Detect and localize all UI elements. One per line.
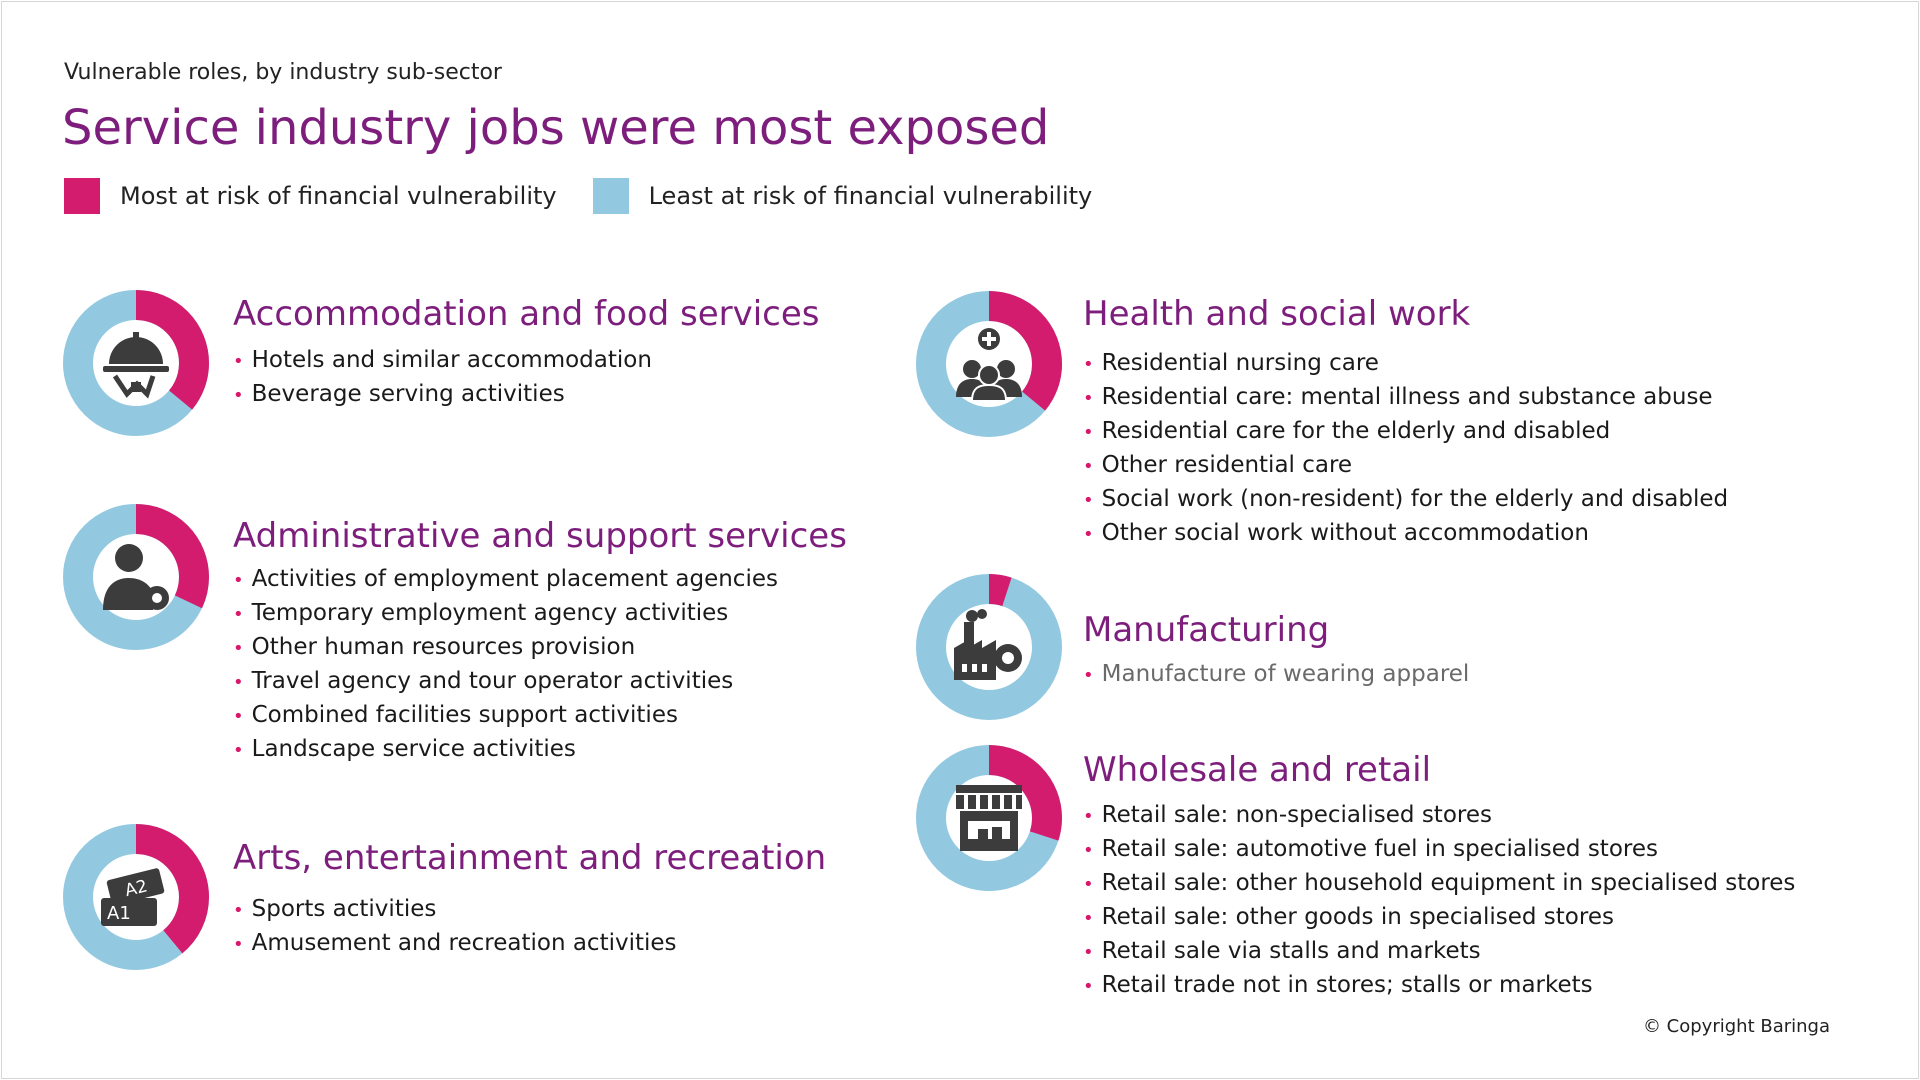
list-item: •Residential nursing care (1083, 350, 1379, 376)
people-medical-icon (950, 325, 1028, 403)
copyright-text: © Copyright Baringa (1642, 1016, 1830, 1037)
sector-items: •Retail sale: non-specialised stores •Re… (1083, 798, 1795, 1002)
legend-item-least: Least at risk of financial vulnerability (592, 178, 1093, 214)
list-item: •Sports activities (233, 896, 437, 922)
chart-subtitle: Vulnerable roles, by industry sub-sector (64, 60, 502, 85)
list-item: •Hotels and similar accommodation (233, 347, 652, 373)
list-item: •Travel agency and tour operator activit… (233, 668, 734, 694)
list-item: •Other human resources provision (233, 634, 636, 660)
sector-title: Arts, entertainment and recreation (233, 838, 827, 878)
legend-swatch-most (64, 178, 100, 214)
list-item: •Retail sale: automotive fuel in special… (1083, 836, 1658, 862)
list-item: •Landscape service activities (233, 736, 576, 762)
list-item: •Combined facilities support activities (233, 702, 678, 728)
sector-items: •Manufacture of wearing apparel (1083, 657, 1469, 691)
list-item: •Retail sale: other household equipment … (1083, 870, 1796, 896)
sector-title: Accommodation and food services (233, 294, 820, 334)
svg-text:A1: A1 (107, 903, 131, 924)
donut-most-arc (63, 504, 209, 650)
list-item: •Social work (non-resident) for the elde… (1083, 486, 1729, 512)
donut-most-arc (916, 574, 1062, 720)
donut-most-arc (916, 745, 1062, 891)
sector-items: •Hotels and similar accommodation •Bever… (233, 343, 652, 411)
legend-swatch-least (592, 178, 629, 214)
list-item: •Retail sale: non-specialised stores (1083, 802, 1492, 828)
sector-title: Administrative and support services (233, 516, 847, 556)
list-item: •Retail sale: other goods in specialised… (1083, 904, 1614, 930)
donut-wholesale (916, 745, 1062, 891)
donut-most-arc (916, 291, 1062, 437)
list-item: •Amusement and recreation activities (233, 930, 677, 956)
list-item: •Beverage serving activities (233, 381, 565, 407)
sector-items: •Residential nursing care •Residential c… (1083, 346, 1728, 550)
donut-chart (63, 290, 209, 436)
list-item: •Activities of employment placement agen… (233, 566, 778, 592)
legend-label-most: Most at risk of financial vulnerability (120, 182, 557, 210)
donut-chart (916, 291, 1062, 437)
list-item: •Manufacture of wearing apparel (1083, 661, 1470, 687)
legend-label-least: Least at risk of financial vulnerability (648, 182, 1093, 210)
storefront-icon (950, 779, 1028, 857)
tickets-icon: A2 A1 (97, 858, 175, 936)
list-item: •Other social work without accommodation (1083, 520, 1589, 546)
donut-most-arc (63, 824, 209, 970)
list-item: •Retail trade not in stores; stalls or m… (1083, 972, 1593, 998)
legend-item-most: Most at risk of financial vulnerability (64, 178, 557, 214)
donut-manufacturing (916, 574, 1062, 720)
legend: Most at risk of financial vulnerability … (64, 178, 1128, 214)
sector-title: Wholesale and retail (1083, 750, 1432, 790)
cloche-waiter-icon (97, 324, 175, 402)
donut-health (916, 291, 1062, 437)
list-item: •Residential care for the elderly and di… (1083, 418, 1611, 444)
sector-title: Health and social work (1083, 294, 1471, 334)
sector-items: •Activities of employment placement agen… (233, 562, 778, 766)
list-item: •Temporary employment agency activities (233, 600, 729, 626)
factory-gear-icon (950, 608, 1028, 686)
sector-title: Manufacturing (1083, 610, 1330, 650)
donut-arts: A2 A1 (63, 824, 209, 970)
donut-chart (63, 504, 209, 650)
donut-chart (63, 824, 209, 970)
donut-most-arc (63, 290, 209, 436)
donut-chart (916, 574, 1062, 720)
list-item: •Other residential care (1083, 452, 1353, 478)
person-gear-icon (97, 538, 175, 616)
sector-items: •Sports activities •Amusement and recrea… (233, 892, 677, 960)
donut-administrative (63, 504, 209, 650)
donut-accommodation (63, 290, 209, 436)
list-item: •Residential care: mental illness and su… (1083, 384, 1713, 410)
chart-title: Service industry jobs were most exposed (62, 100, 1050, 156)
donut-chart (916, 745, 1062, 891)
list-item: •Retail sale via stalls and markets (1083, 938, 1481, 964)
